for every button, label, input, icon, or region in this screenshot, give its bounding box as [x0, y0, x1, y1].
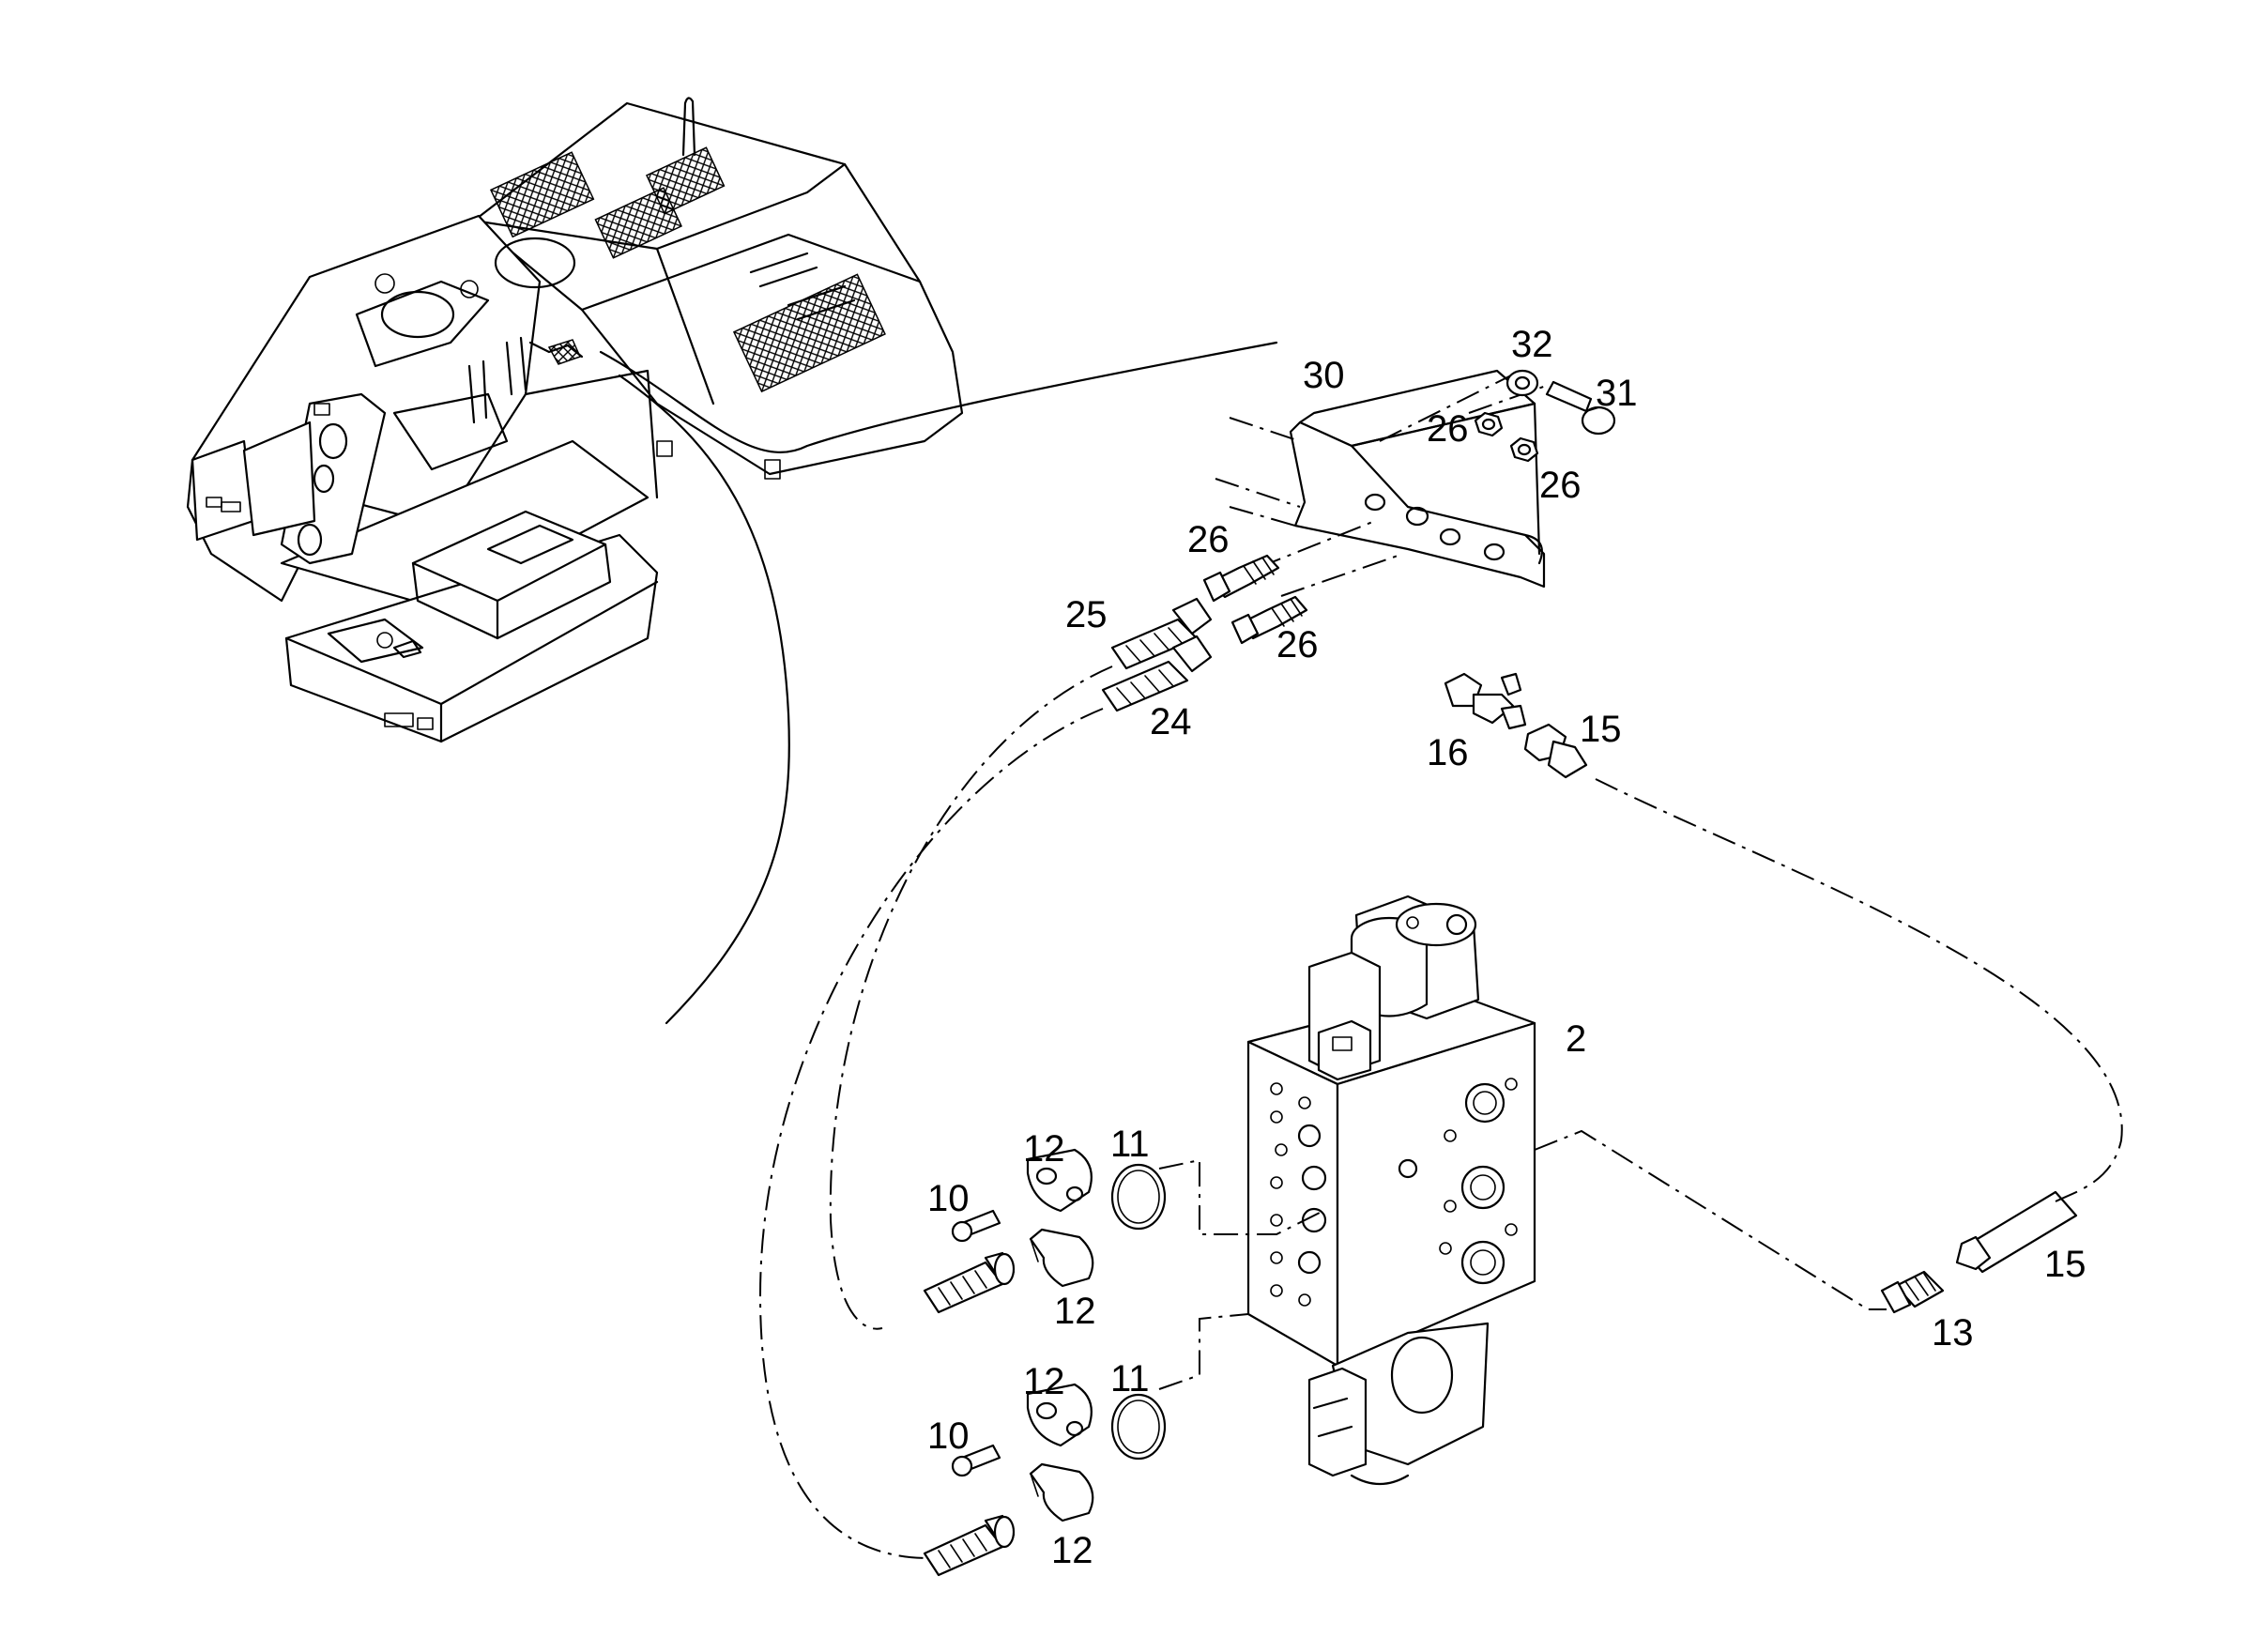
- fitting-15-upper: [1523, 723, 1588, 779]
- fitting-15-lower: [1955, 1190, 2078, 1274]
- fitting-lower: [923, 1514, 1016, 1577]
- nut-26-lower: [1509, 436, 1539, 463]
- flange-12-lower-b: [1029, 1462, 1094, 1522]
- callout-12-lower-b: 12: [1051, 1530, 1093, 1571]
- callout-15-lower: 15: [2044, 1244, 2086, 1285]
- callout-2: 2: [1566, 1018, 1586, 1060]
- o-ring-11-lower: [1110, 1393, 1167, 1461]
- callout-12-lower-a: 12: [1023, 1361, 1065, 1402]
- fitting-24: [1101, 635, 1213, 712]
- tee-16: [1444, 672, 1527, 730]
- callout-13: 13: [1932, 1312, 1974, 1354]
- nut-26-upper: [1474, 411, 1504, 437]
- o-ring-11-upper: [1110, 1163, 1167, 1231]
- fitting-upper: [923, 1251, 1016, 1314]
- washer-32: [1505, 369, 1539, 397]
- callout-10-upper: 10: [927, 1178, 970, 1219]
- fitting-13: [1880, 1270, 1945, 1314]
- fitting-26-upper: [1202, 554, 1280, 603]
- callout-10-lower: 10: [927, 1415, 970, 1457]
- machine-overview: [186, 97, 964, 743]
- callout-26-fitting-upper: 26: [1187, 519, 1230, 560]
- callout-26-upper-right: 26: [1427, 408, 1469, 450]
- callout-12-upper-b: 12: [1054, 1291, 1096, 1332]
- callout-31: 31: [1596, 373, 1638, 414]
- callout-32: 32: [1511, 324, 1553, 365]
- bracket-30: [1289, 369, 1546, 589]
- callout-25: 25: [1065, 594, 1108, 635]
- callout-11-upper: 11: [1110, 1124, 1150, 1165]
- flange-12-upper-a: [1026, 1148, 1093, 1213]
- callout-15-upper: 15: [1580, 709, 1622, 750]
- fitting-26-lower: [1230, 595, 1308, 645]
- callout-26-lower-right: 26: [1539, 465, 1582, 506]
- valve-block-2: [1246, 895, 1536, 1485]
- harness-curve: [599, 341, 1278, 453]
- callout-11-lower: 11: [1110, 1358, 1150, 1400]
- bolt-31: [1545, 380, 1616, 436]
- flange-12-upper-b: [1029, 1228, 1094, 1288]
- callout-30: 30: [1303, 355, 1345, 396]
- bolt-10-upper: [951, 1209, 1001, 1243]
- callout-24: 24: [1150, 701, 1192, 742]
- harness-curve: [618, 374, 790, 1025]
- flange-12-lower-a: [1026, 1383, 1093, 1447]
- bolt-10-lower: [951, 1444, 1001, 1477]
- callout-26-fitting-lower: 26: [1276, 624, 1319, 665]
- callout-12-upper-a: 12: [1023, 1128, 1065, 1170]
- callout-16: 16: [1427, 732, 1469, 773]
